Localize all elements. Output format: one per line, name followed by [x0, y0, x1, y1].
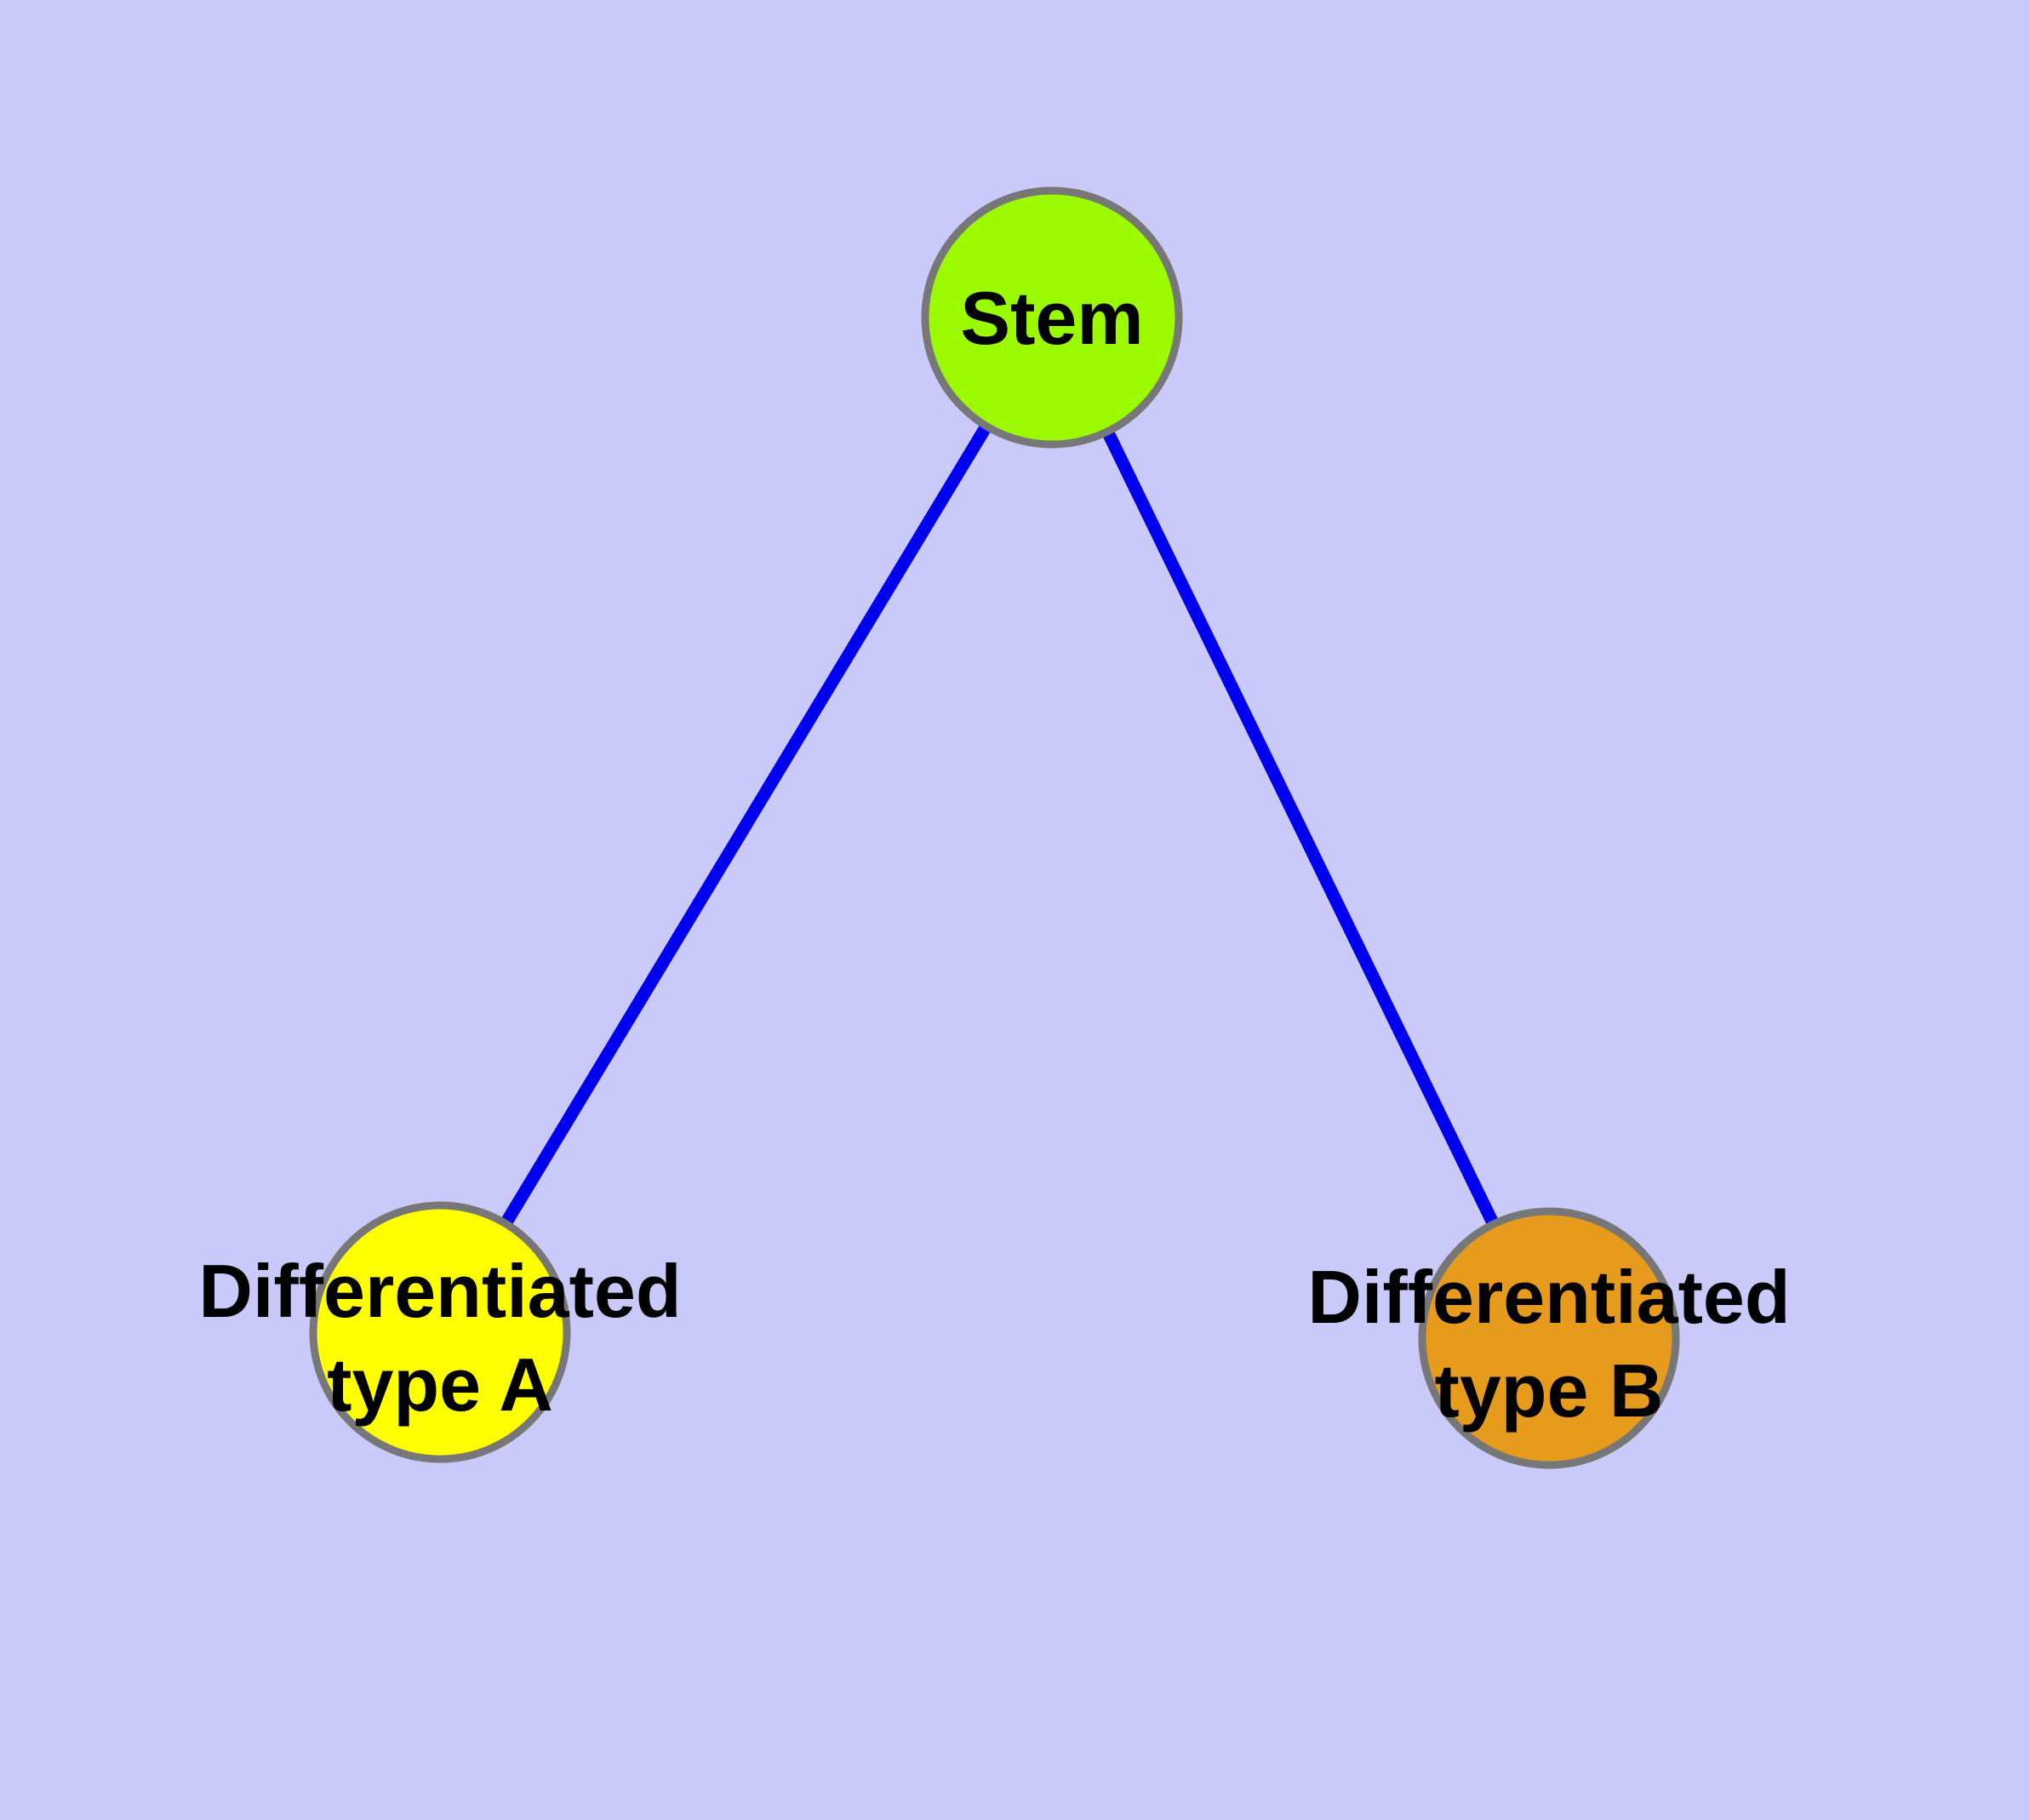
node-differentiated-type-b-circle	[1418, 1207, 1680, 1469]
node-stem-circle	[921, 186, 1183, 449]
node-differentiated-type-a-label-line1: Differentiated	[198, 1249, 681, 1333]
node-differentiated-type-b-label-line2: type B	[1435, 1348, 1664, 1433]
edge-stem-to-type-a	[434, 314, 1058, 1336]
node-differentiated-type-b-label-line1: Differentiated	[1307, 1255, 1790, 1339]
node-differentiated-type-a-label-line2: type A	[327, 1342, 553, 1427]
node-stem-label: Stem	[960, 276, 1143, 360]
edge-stem-to-type-b	[1046, 314, 1555, 1342]
node-differentiated-type-a-circle	[309, 1201, 571, 1463]
